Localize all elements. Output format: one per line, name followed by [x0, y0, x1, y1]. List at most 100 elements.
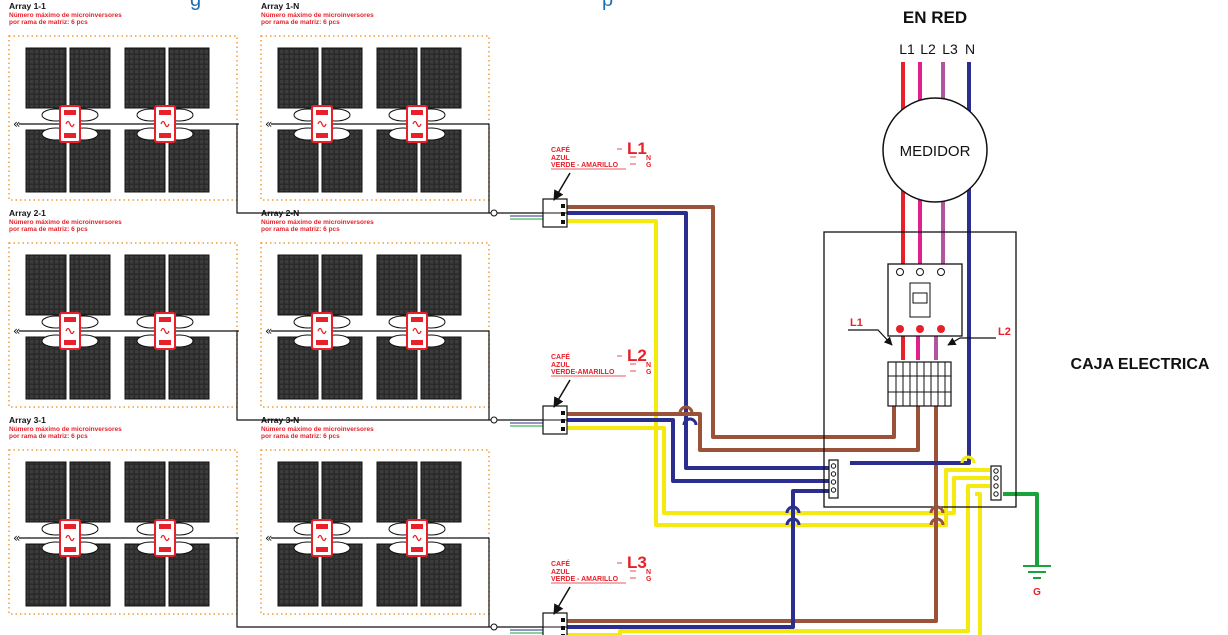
legend-phase: L2 — [627, 346, 647, 365]
legend-verde: VERDE-AMARILLO — [551, 369, 615, 376]
ground-bar — [990, 465, 1002, 501]
microinverter — [293, 519, 351, 557]
array-note-line2: por rama de matriz: 6 pcs — [261, 19, 340, 26]
legend-cafe: CAFÉ — [551, 352, 570, 361]
wire-crossover — [960, 455, 976, 464]
legend-cafe: CAFÉ — [551, 145, 570, 154]
array-note-line1: Número máximo de microinversores — [261, 12, 374, 19]
wire-blue-neutral-main — [850, 62, 971, 465]
solar-panel — [420, 47, 462, 109]
array-note-line2: por rama de matriz: 6 pcs — [261, 226, 340, 233]
microinverter — [136, 519, 194, 557]
end-cap-icon: « — [265, 324, 272, 338]
electrical-box-label: CAJA ELECTRICA — [1071, 356, 1210, 373]
array-note-line1: Número máximo de microinversores — [261, 426, 374, 433]
solar-panel — [168, 543, 210, 607]
end-cap-icon: « — [265, 117, 272, 131]
solar-panel — [277, 254, 319, 316]
electrical-box — [823, 231, 1017, 508]
legend-pointer — [553, 172, 571, 201]
meter-circle — [882, 97, 988, 203]
wire-crossover — [929, 517, 945, 526]
microinverter — [136, 105, 194, 143]
legend-cafe: CAFÉ — [551, 559, 570, 568]
solar-panel — [420, 254, 462, 316]
wire-blue-2 — [566, 418, 830, 483]
legend-n: N — [646, 362, 651, 369]
solar-panel — [124, 461, 166, 523]
solar-panel — [25, 47, 67, 109]
end-cap-icon: « — [13, 117, 20, 131]
phase-label-n: N — [965, 41, 975, 57]
wire-blue-1 — [566, 211, 830, 470]
array-title: Array 3-1 — [9, 415, 46, 425]
end-cap-icon: « — [265, 531, 272, 545]
solar-panel — [69, 254, 111, 316]
legend-g: G — [646, 162, 652, 169]
solar-panel — [420, 543, 462, 607]
microinverter — [41, 105, 99, 143]
solar-panel — [168, 461, 210, 523]
legend-n: N — [646, 155, 651, 162]
legend-pointer — [553, 586, 571, 615]
solar-panel — [25, 254, 67, 316]
array-note-line1: Número máximo de microinversores — [261, 219, 374, 226]
array-title: Array 1-N — [261, 1, 299, 11]
wire-yellow-ground-drop — [975, 492, 982, 635]
phase-label-l1: L1 — [899, 41, 915, 57]
wire-green-ground — [1003, 492, 1039, 566]
junction-box — [542, 612, 568, 635]
solar-panel — [321, 461, 363, 523]
solar-panel — [277, 336, 319, 400]
solar-panel — [124, 254, 166, 316]
legend-azul: AZUL — [551, 155, 570, 162]
breaker-modules — [887, 361, 952, 407]
microinverter — [41, 519, 99, 557]
main-breaker — [887, 263, 963, 337]
legend-g: G — [646, 369, 652, 376]
legend-n: N — [646, 569, 651, 576]
breaker-callout-l1: L1 — [850, 317, 863, 329]
microinverter — [388, 312, 446, 350]
array-frame — [260, 242, 490, 408]
solar-panel — [25, 461, 67, 523]
microinverter — [293, 105, 351, 143]
trunk-to-junction — [236, 124, 544, 214]
header-title-fragment-left: g — [190, 0, 201, 11]
array-note-line2: por rama de matriz: 6 pcs — [9, 226, 88, 233]
wire-yellow-2 — [566, 426, 990, 515]
legend-azul: AZUL — [551, 569, 570, 576]
wire-brown-3 — [566, 380, 938, 623]
solar-panel — [420, 461, 462, 523]
solar-panel — [376, 254, 418, 316]
wire-blue-3 — [566, 489, 830, 629]
array-note-line2: por rama de matriz: 6 pcs — [261, 433, 340, 440]
wire-yellow-3 — [566, 484, 990, 635]
array-frame — [8, 35, 238, 201]
array-note-line2: por rama de matriz: 6 pcs — [9, 433, 88, 440]
legend-phase: L3 — [627, 553, 647, 572]
phase-label-l2: L2 — [920, 41, 936, 57]
legend-pointer — [553, 379, 571, 408]
array-title: Array 1-1 — [9, 1, 46, 11]
legend-verde: VERDE - AMARILLO — [551, 162, 619, 169]
microinverter — [388, 519, 446, 557]
solar-panel — [277, 47, 319, 109]
array-note-line1: Número máximo de microinversores — [9, 219, 122, 226]
solar-panel — [69, 47, 111, 109]
wire-crossover — [785, 505, 801, 514]
array-note-line1: Número máximo de microinversores — [9, 12, 122, 19]
wire-crossover — [678, 405, 694, 414]
wire-crossover — [682, 417, 698, 426]
phase-label-l3: L3 — [942, 41, 958, 57]
solar-panel — [321, 47, 363, 109]
breaker-callout-l1-line — [848, 329, 893, 346]
legend-verde: VERDE - AMARILLO — [551, 576, 619, 583]
array-frame — [260, 449, 490, 615]
array-title: Array 2-1 — [9, 208, 46, 218]
